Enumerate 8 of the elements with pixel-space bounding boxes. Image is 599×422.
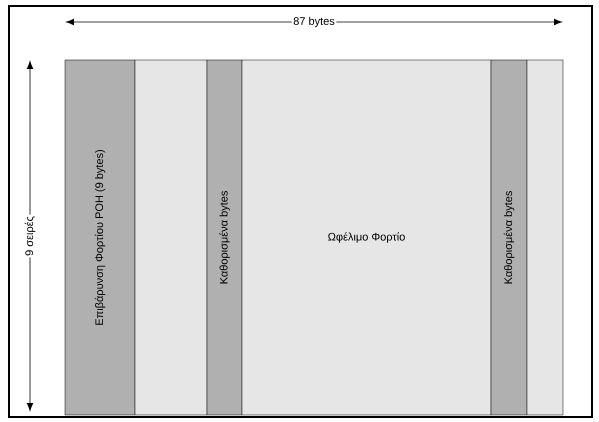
column (134, 60, 208, 416)
column: Ωφέλιμο Φορτίο (242, 60, 492, 416)
dimension-label: 87 bytes (292, 15, 336, 29)
column: Καθορισμένα bytes (206, 60, 242, 416)
column (526, 60, 564, 416)
dimension-label: 9 σειρές (23, 214, 37, 258)
column: Καθορισμένα bytes (490, 60, 528, 416)
column: Επιβάρυνση Φορτίου POH (9 bytes) (64, 60, 136, 416)
